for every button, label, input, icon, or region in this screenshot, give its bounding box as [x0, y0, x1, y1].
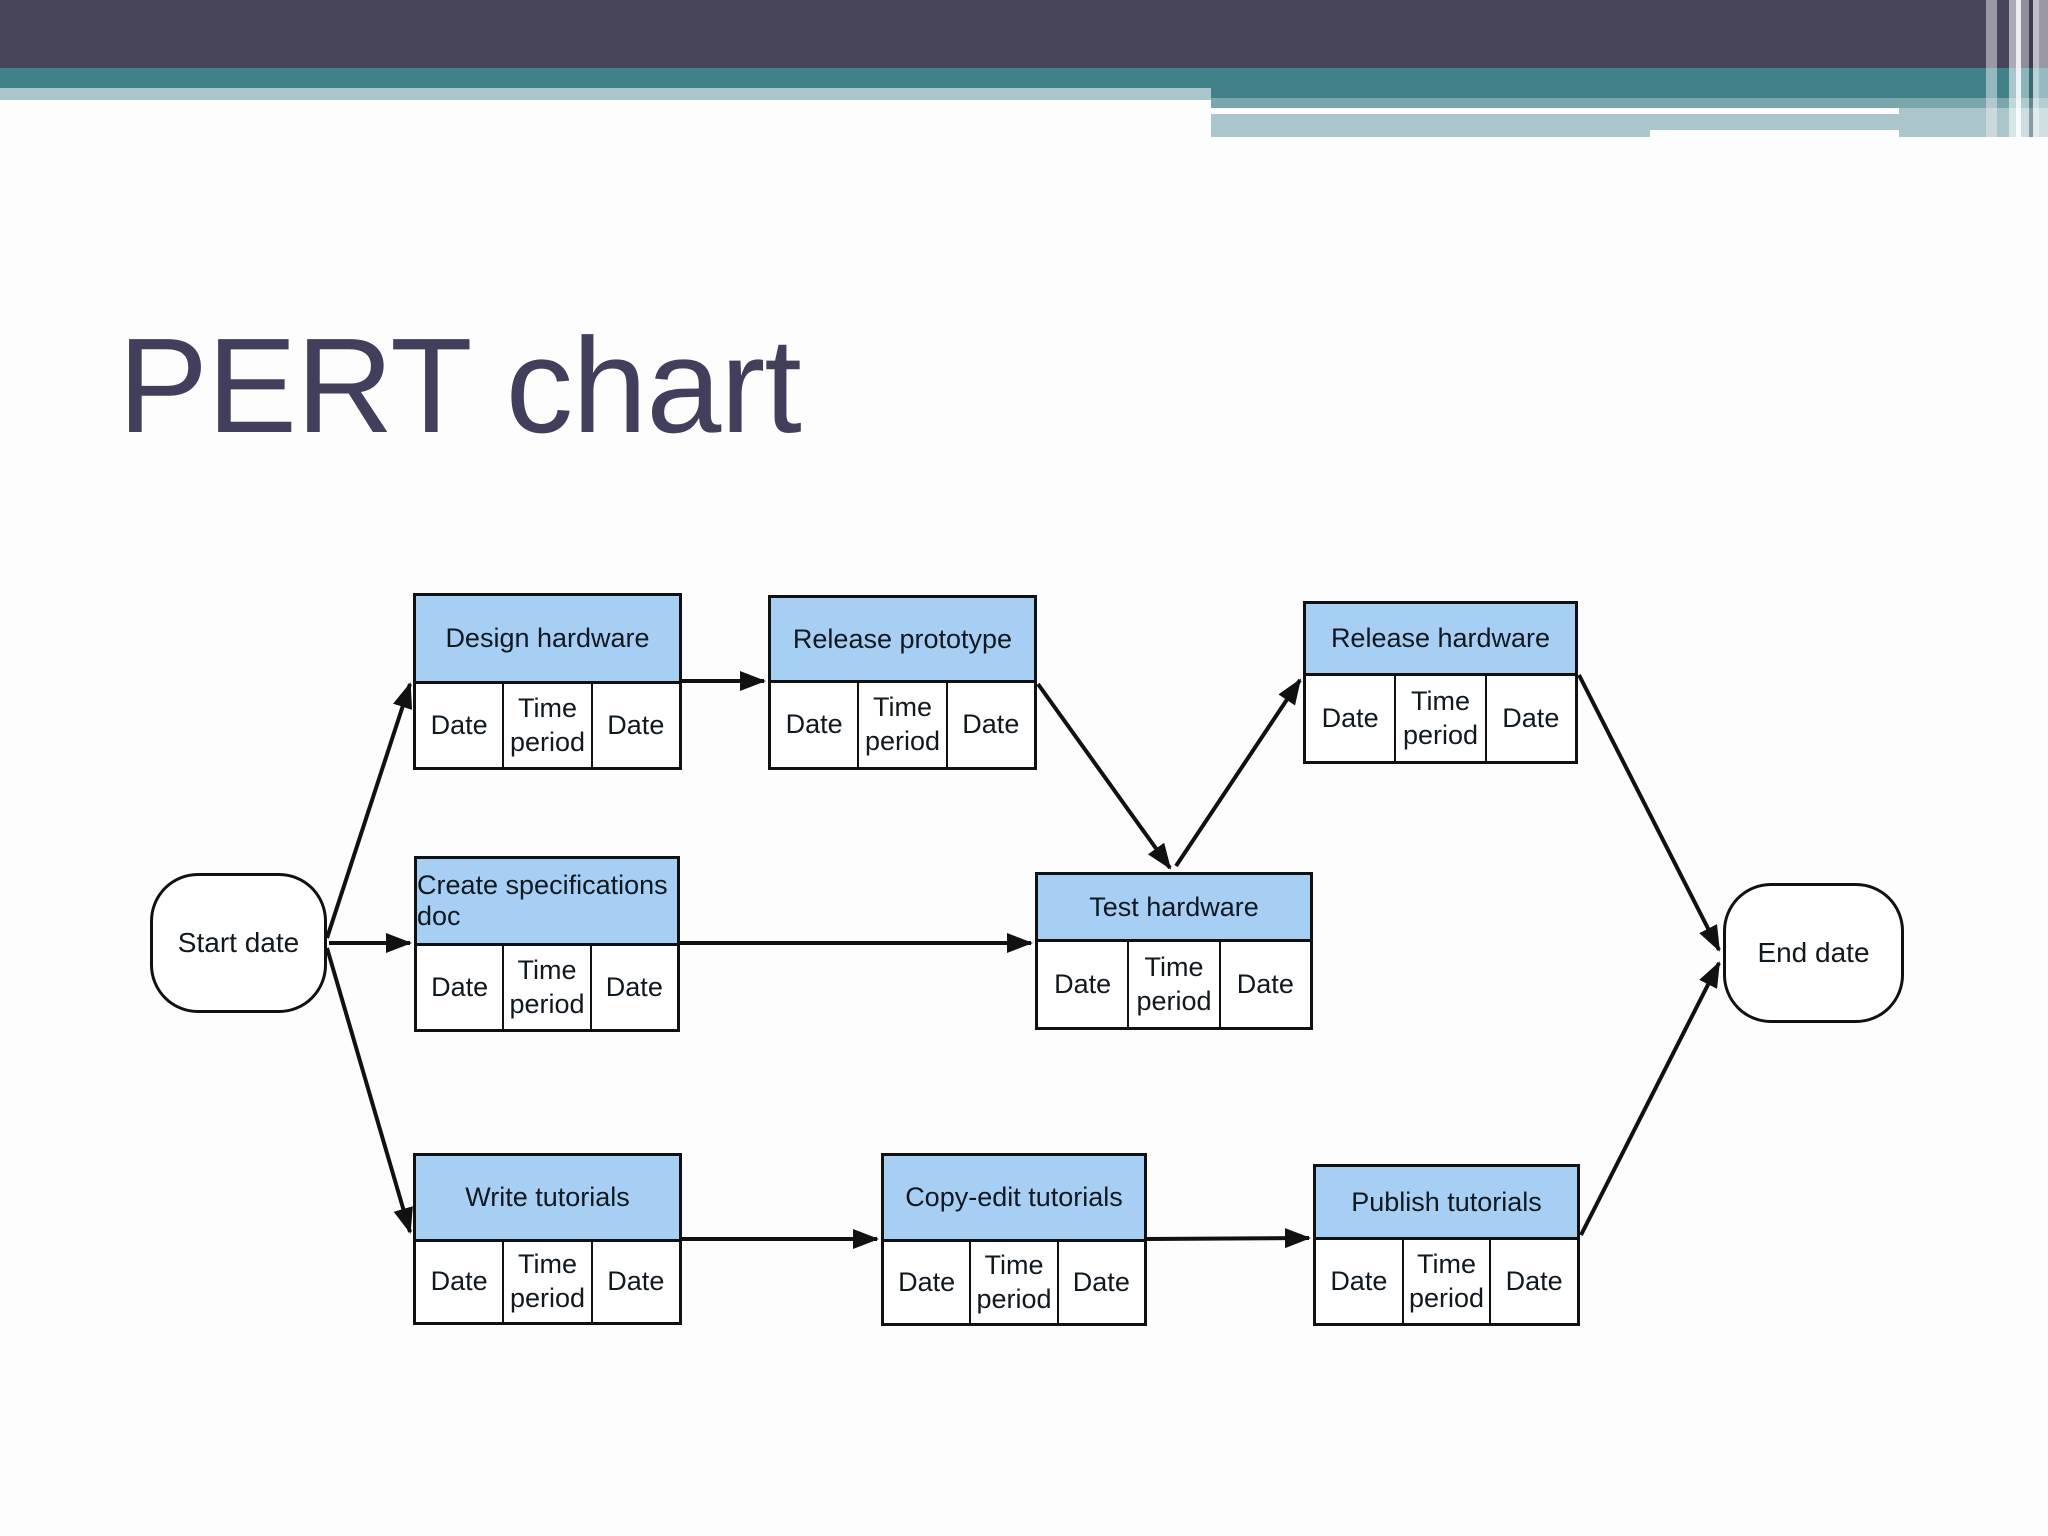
node-start-date[interactable]: Start date — [150, 873, 327, 1013]
connector-release-hardware-to-end — [1577, 674, 1721, 952]
task-title: Write tutorials — [416, 1156, 679, 1242]
task-create-specifications-doc[interactable]: Create specifications doc Date Time peri… — [414, 856, 680, 1032]
cell-time-period: Time period — [502, 684, 593, 767]
end-date-label: End date — [1757, 937, 1870, 968]
cell-start-date: Date — [430, 709, 488, 740]
task-test-hardware[interactable]: Test hardware Date Time period Date — [1035, 872, 1313, 1030]
cell-time-period: Time period — [1127, 942, 1221, 1027]
cell-time-period: Time period — [1401, 1240, 1492, 1323]
task-title: Test hardware — [1038, 875, 1310, 942]
cell-start-date: Date — [1321, 702, 1379, 733]
corner-stripe — [2039, 0, 2048, 137]
corner-stripe — [2016, 0, 2021, 137]
task-cells: Date Time period Date — [1306, 676, 1575, 761]
task-design-hardware[interactable]: Design hardware Date Time period Date — [413, 593, 682, 770]
page-title: PERT chart — [118, 310, 802, 461]
cell-end-date: Date — [605, 971, 663, 1002]
cell-time-period: Time period — [1394, 676, 1487, 761]
task-release-hardware[interactable]: Release hardware Date Time period Date — [1303, 601, 1578, 764]
connector-release-prototype-to-test-hardware — [1036, 682, 1172, 870]
node-end-date[interactable]: End date — [1723, 883, 1904, 1023]
header-right-teal-block — [1211, 68, 2048, 98]
task-release-prototype[interactable]: Release prototype Date Time period Date — [768, 595, 1037, 770]
task-cells: Date Time period Date — [416, 1242, 679, 1322]
cell-time-period: Time period — [502, 1242, 593, 1322]
header-light-stripe — [0, 88, 1211, 100]
task-publish-tutorials[interactable]: Publish tutorials Date Time period Date — [1313, 1164, 1580, 1326]
task-title: Create specifications doc — [417, 859, 677, 946]
header-right-white-notch — [1650, 130, 1899, 137]
header-slate-bar — [0, 0, 2048, 68]
task-cells: Date Time period Date — [771, 683, 1034, 767]
corner-stripe — [2029, 0, 2033, 137]
cell-end-date: Date — [607, 1266, 665, 1297]
connector-publish-to-end — [1579, 961, 1721, 1236]
corner-stripe — [2009, 0, 2016, 137]
cell-start-date: Date — [431, 971, 489, 1002]
cell-end-date: Date — [607, 709, 665, 740]
cell-time-period: Time period — [502, 946, 592, 1029]
cell-time-period: Time period — [969, 1242, 1059, 1323]
task-cells: Date Time period Date — [417, 946, 677, 1029]
header-right-white-line — [1211, 108, 1899, 114]
task-title: Release hardware — [1306, 604, 1575, 676]
connector-start-to-design-hardware — [325, 682, 413, 939]
start-date-label: Start date — [177, 927, 300, 958]
cell-end-date: Date — [962, 709, 1020, 740]
task-title: Copy-edit tutorials — [884, 1156, 1144, 1242]
corner-stripe — [1986, 0, 1997, 137]
cell-time-period: Time period — [857, 683, 948, 767]
cell-start-date: Date — [430, 1266, 488, 1297]
cell-start-date: Date — [1054, 968, 1112, 999]
corner-stripe — [2033, 0, 2039, 137]
cell-end-date: Date — [1505, 1265, 1563, 1296]
task-title: Publish tutorials — [1316, 1167, 1577, 1240]
header-right-mid-band — [1211, 98, 2048, 108]
task-cells: Date Time period Date — [1038, 942, 1310, 1027]
cell-end-date: Date — [1502, 702, 1560, 733]
task-cells: Date Time period Date — [1316, 1240, 1577, 1323]
connector-test-hardware-to-release-hardware — [1174, 678, 1302, 868]
cell-end-date: Date — [1072, 1266, 1130, 1297]
cell-end-date: Date — [1236, 968, 1294, 999]
task-cells: Date Time period Date — [884, 1242, 1144, 1323]
connector-copy-edit-to-publish — [1146, 1228, 1311, 1249]
task-title: Design hardware — [416, 596, 679, 684]
corner-stripe — [2021, 0, 2029, 137]
task-title: Release prototype — [771, 598, 1034, 683]
cell-start-date: Date — [898, 1266, 956, 1297]
connector-start-to-write-tutorials — [325, 947, 413, 1234]
task-write-tutorials[interactable]: Write tutorials Date Time period Date — [413, 1153, 682, 1325]
cell-start-date: Date — [1330, 1265, 1388, 1296]
cell-start-date: Date — [785, 709, 843, 740]
task-cells: Date Time period Date — [416, 684, 679, 767]
task-copy-edit-tutorials[interactable]: Copy-edit tutorials Date Time period Dat… — [881, 1153, 1147, 1326]
